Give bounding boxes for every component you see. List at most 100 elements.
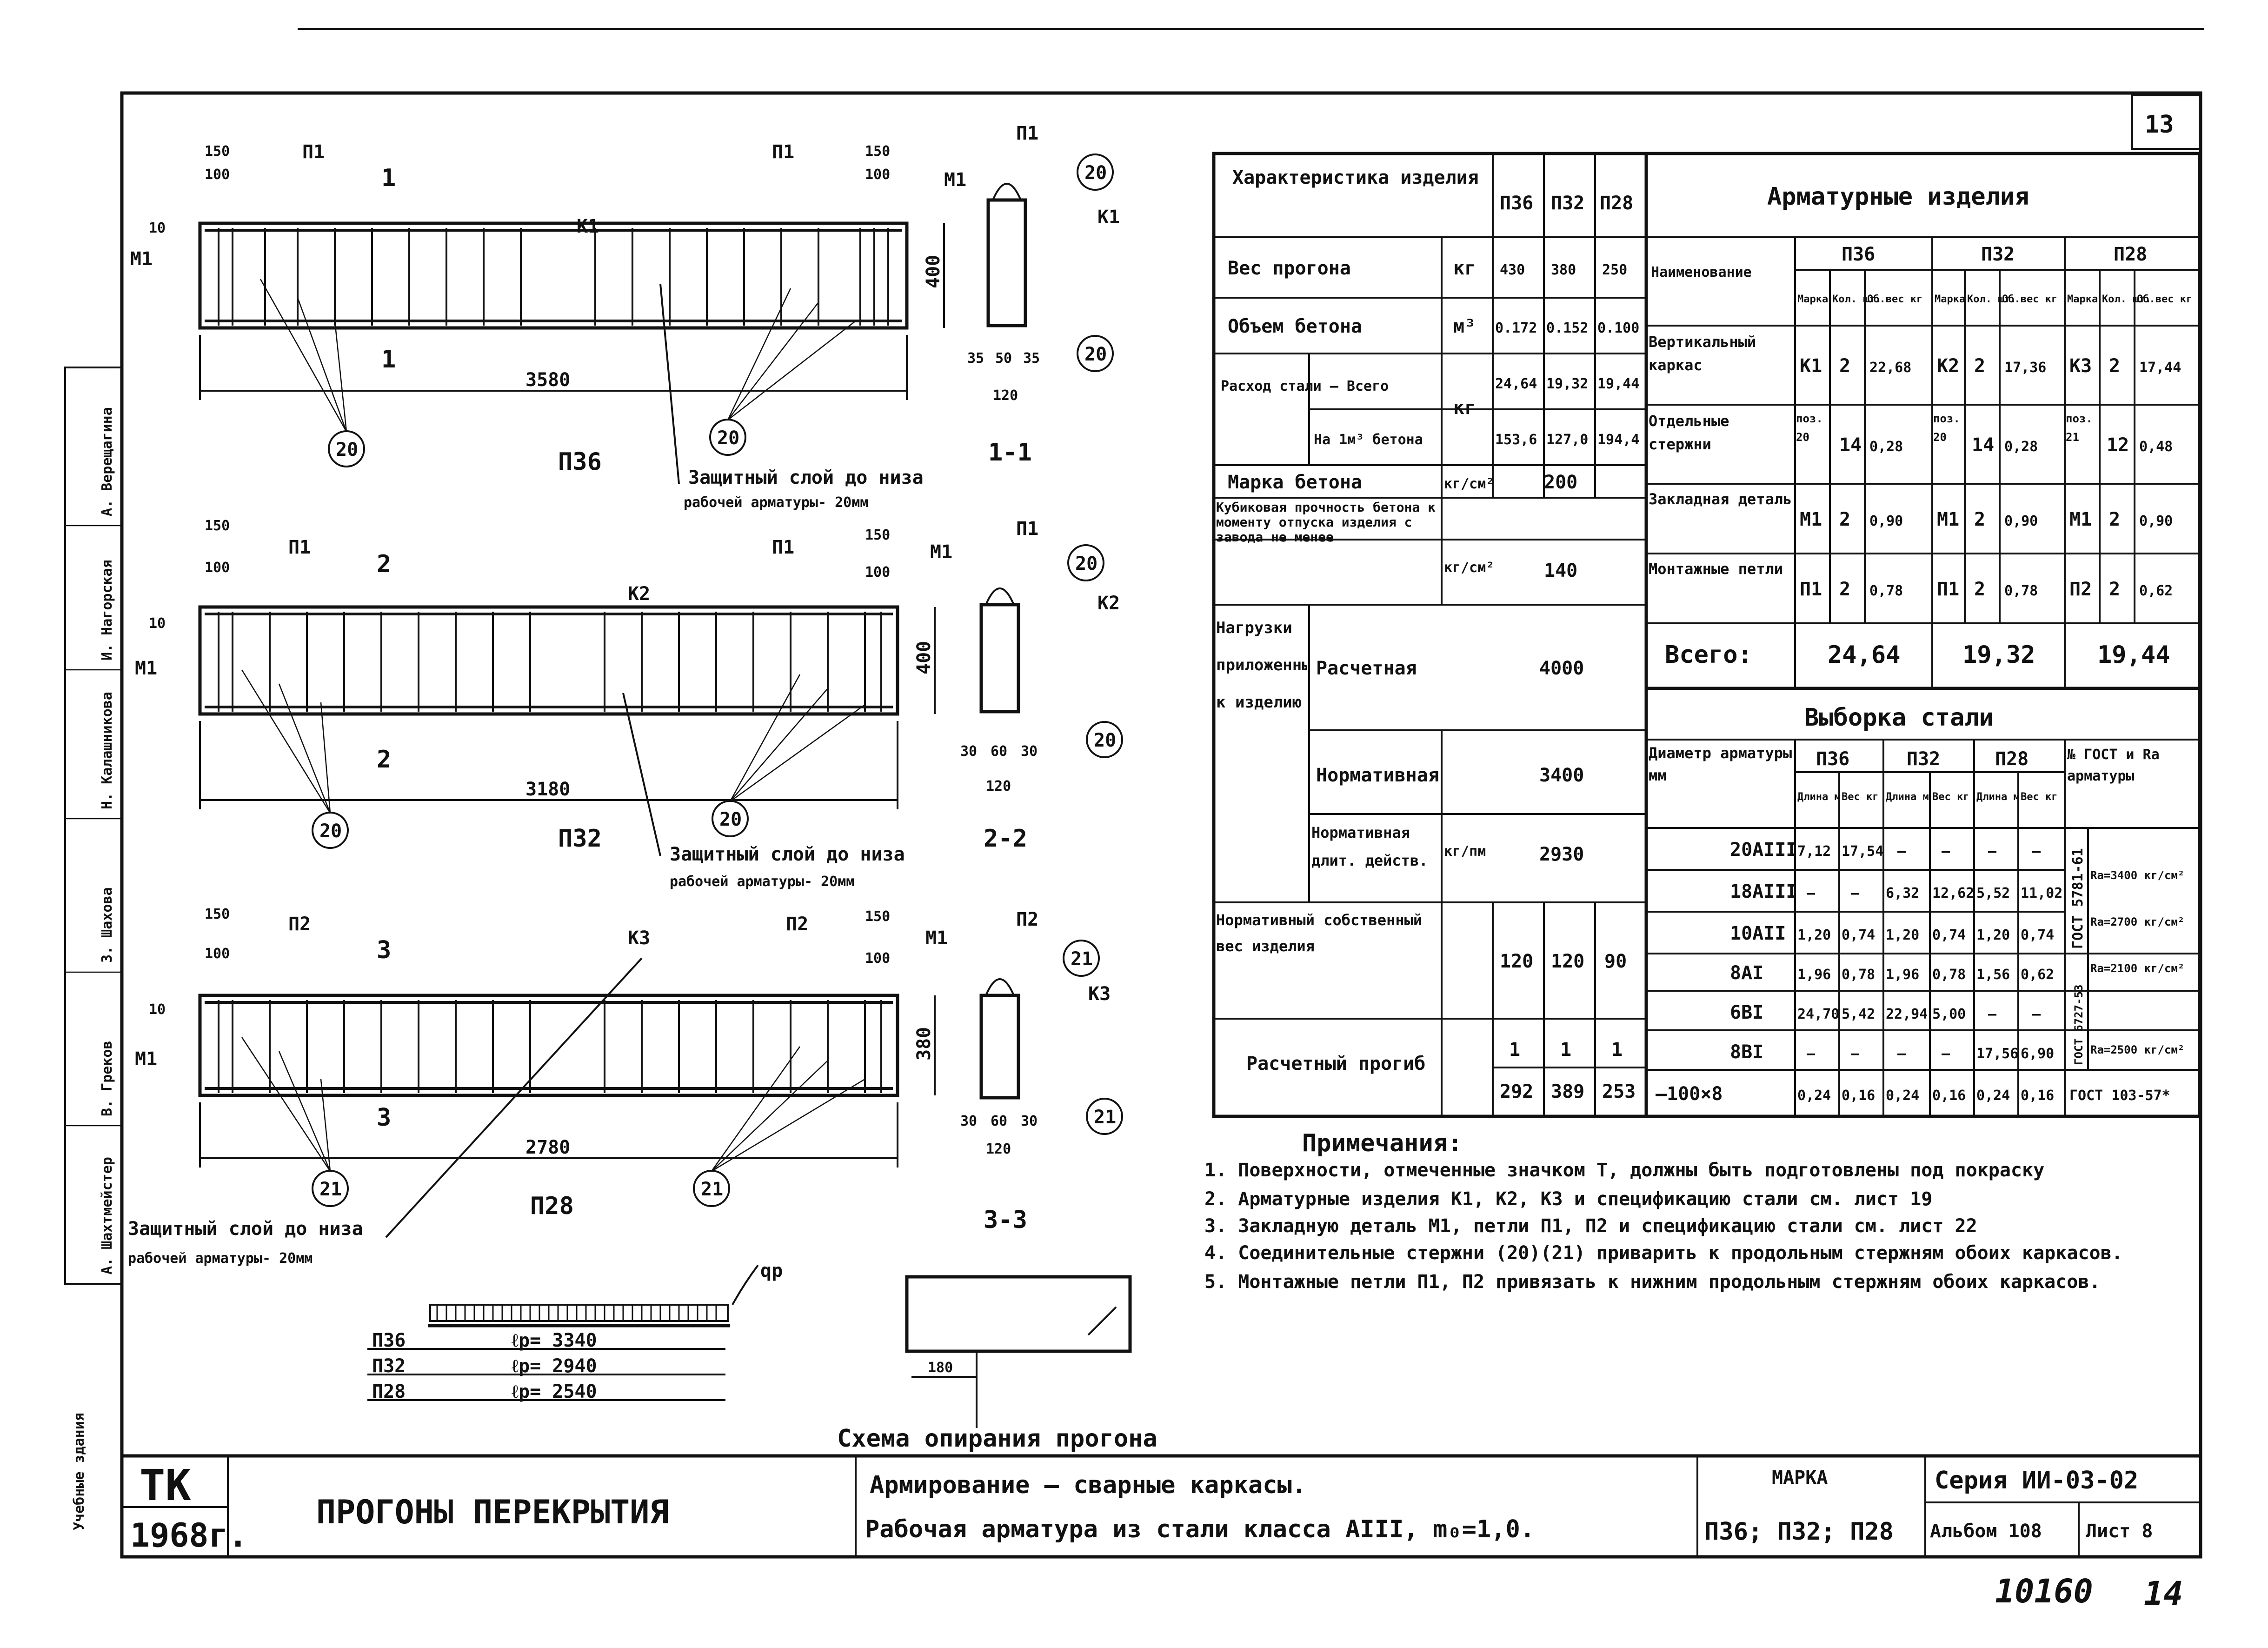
embedded-label: М1 <box>944 169 966 191</box>
section-frame: К2 <box>1097 593 1120 614</box>
svg-text:Об.вес кг: Об.вес кг <box>2002 294 2057 305</box>
char-steelm3-1: 153,6 <box>1495 432 1537 448</box>
beam-p28: 2780 380 К3 П2 П2 М1 М1 150 100 150 100 … <box>128 906 948 1267</box>
arm-r4-c6: 0,78 <box>2004 583 2038 599</box>
dim-150: 150 <box>205 906 230 922</box>
svg-text:—: — <box>1988 843 1997 860</box>
svg-text:Марка: Марка <box>2067 294 2098 305</box>
svg-text:—: — <box>1807 885 1816 901</box>
arm-r3-c6: 0,90 <box>2004 513 2038 529</box>
load-hatching <box>436 1305 717 1321</box>
section-loop: П1 <box>1016 518 1038 540</box>
load-q-label: qр <box>760 1260 783 1281</box>
arm-r4-c1: П1 <box>1800 579 1822 600</box>
char-loads-label: Нагрузки приложенные к изделию <box>1216 619 1307 712</box>
svg-text:—: — <box>1942 1046 1950 1062</box>
loop-label: П2 <box>288 914 311 935</box>
arm-r4-c9: 0,62 <box>2139 583 2173 599</box>
char-row-weight: Вес прогона <box>1228 258 1351 279</box>
svg-text:1,20: 1,20 <box>1797 927 1831 943</box>
side-stamp <box>64 367 123 1285</box>
rod-callout-r: 21 <box>701 1179 723 1200</box>
arm-r2-c4: поз. 20 <box>1933 412 1960 444</box>
beam-p36: 3580 400 К1 П1 П1 М1 М1 150 100 150 100 … <box>130 141 966 511</box>
char-own-weight-3: 90 <box>1604 951 1627 972</box>
section-2-2: П1 20 20 К2 30 60 30 120 2-2 <box>960 518 1123 853</box>
dim-150-r: 150 <box>865 143 890 160</box>
beam-length: 3580 <box>525 369 570 391</box>
section-dim-1: 30 <box>960 1113 977 1129</box>
dim-100: 100 <box>205 946 230 962</box>
embedded-label-l: М1 <box>135 1048 157 1070</box>
stamp-year: 1968г. <box>130 1516 248 1555</box>
dim-100-r: 100 <box>865 167 890 183</box>
arm-r2-c6: 0,28 <box>2004 439 2038 455</box>
note-1: 1. Поверхности, отмеченные значком Т, до… <box>1204 1160 2045 1181</box>
char-header: Характеристика изделия <box>1232 167 1479 188</box>
notes-title: Примечания: <box>1302 1129 1462 1157</box>
arm-r4-c5: 2 <box>1974 579 1985 600</box>
section-dim-3: 30 <box>1021 1113 1038 1129</box>
char-deflection-den-3: 253 <box>1602 1081 1636 1102</box>
steel-subheaders: Длина м Вес кг Длина м Вес кг Длина м Ве… <box>1797 791 2057 803</box>
arm-group-2: П32 <box>1981 244 2015 265</box>
section-mark-top: 3 <box>377 936 391 964</box>
embedded-label: М1 <box>925 927 948 949</box>
embedded-label-l: М1 <box>135 658 157 679</box>
side-name-2: В. Греков <box>99 1041 115 1116</box>
beam-outline <box>198 994 899 1097</box>
load-row-3-name: П28 <box>372 1381 406 1402</box>
steel-group-3: П28 <box>1995 748 2029 770</box>
svg-text:—: — <box>1988 1006 1997 1022</box>
svg-text:Об.вес кг: Об.вес кг <box>2137 294 2192 305</box>
arm-r3-c7: М1 <box>2069 509 2092 530</box>
arm-r1-c7: К3 <box>2069 355 2092 377</box>
svg-text:17,54: 17,54 <box>1842 843 1883 860</box>
beam-stirrups <box>218 612 882 712</box>
svg-text:Вес кг: Вес кг <box>1932 791 1969 803</box>
char-steel-2: 19,32 <box>1546 376 1588 392</box>
section-dim-1: 35 <box>967 350 984 367</box>
svg-text:Марка: Марка <box>1797 294 1828 305</box>
char-steel-3: 19,44 <box>1597 376 1639 392</box>
steel-ra-4: Rа=2500 кг/см² <box>2090 1043 2184 1056</box>
arm-r1-c1: К1 <box>1800 355 1822 377</box>
title-sub-1: Армирование — сварные каркасы. <box>870 1471 1306 1499</box>
svg-text:Вес кг: Вес кг <box>1842 791 1878 803</box>
cover-note-2: рабочей арматуры- 20мм <box>670 874 854 890</box>
svg-text:1,20: 1,20 <box>1886 927 1919 943</box>
archive-page: 14 <box>2144 1575 2183 1613</box>
char-volume-2: 0.152 <box>1546 320 1588 336</box>
arm-r4-c3: 0,78 <box>1869 583 1903 599</box>
arm-r1-c8: 2 <box>2109 355 2120 377</box>
beam-stirrups <box>218 1000 882 1093</box>
svg-text:0,24: 0,24 <box>1886 1088 1919 1104</box>
notes: Примечания: 1. Поверхности, отмеченные з… <box>1204 1129 2123 1293</box>
title-main: ПРОГОНЫ ПЕРЕКРЫТИЯ <box>316 1493 669 1531</box>
section-label: 3-3 <box>984 1206 1027 1234</box>
section-rod-top: 20 <box>1084 162 1107 184</box>
char-row-steel-m3: На 1м³ бетона <box>1314 432 1423 448</box>
load-row-1-span: ℓр= 3340 <box>512 1330 597 1351</box>
section-mark-bottom: 1 <box>381 346 396 374</box>
arm-r4-c8: 2 <box>2109 579 2120 600</box>
char-load-unit: кг/пм <box>1444 843 1486 860</box>
frame-label: К1 <box>577 216 599 237</box>
section-label: 2-2 <box>984 825 1027 853</box>
svg-text:0,78: 0,78 <box>1932 967 1966 983</box>
char-volume-1: 0.172 <box>1495 320 1537 336</box>
char-deflection-num-3: 1 <box>1611 1039 1623 1061</box>
list-label: Лист 8 <box>2086 1521 2153 1542</box>
dim-100: 100 <box>205 560 230 576</box>
beam-outline <box>198 221 909 330</box>
arm-r2-c5: 14 <box>1972 434 1994 456</box>
rod-callout-l: 21 <box>319 1179 342 1200</box>
arm-r1-c2: 2 <box>1839 355 1850 377</box>
arm-subheaders: Марка Кол. шт. Об.вес кг Марка Кол. шт. … <box>1797 294 2192 305</box>
section-dim-2: 60 <box>991 743 1007 760</box>
dim-150: 150 <box>205 518 230 534</box>
load-row-2-span: ℓр= 2940 <box>512 1355 597 1377</box>
